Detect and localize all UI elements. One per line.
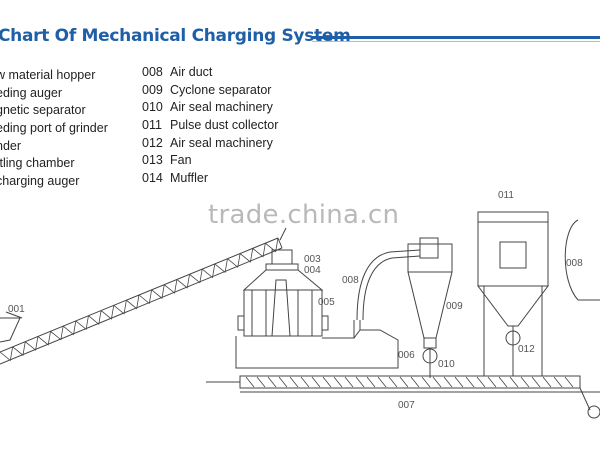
legend-item-010: 010 Air seal machinery — [142, 99, 278, 117]
legend-text: Air duct — [170, 65, 213, 79]
label-012: 012 — [518, 344, 535, 355]
legend-item-003: gnetic separator — [0, 103, 86, 118]
legend-num: 013 — [142, 153, 163, 168]
label-010: 010 — [438, 359, 455, 370]
feeding-auger — [0, 227, 287, 365]
legend-item-012: 012 Air seal machinery — [142, 135, 278, 153]
cyclone-separator — [407, 237, 453, 349]
legend-item-001: w material hopper — [0, 68, 96, 82]
label-001: 001 — [8, 304, 25, 315]
title-rule — [312, 36, 600, 39]
legend-item-011: 011 Pulse dust collector — [142, 117, 278, 135]
label-008b: 008 — [566, 258, 583, 269]
legend-text: Fan — [170, 153, 192, 168]
legend-item-008: 008 Air duct — [142, 64, 278, 82]
legend-text: Air seal machinery — [170, 135, 273, 150]
diagram-title: Chart Of Mechanical Charging System — [0, 26, 351, 46]
air-seal-machinery-010 — [422, 348, 438, 378]
settling-chamber — [235, 320, 399, 369]
pulse-dust-collector — [477, 211, 549, 376]
legend-item-006: ttling chamber — [0, 156, 75, 171]
label-009: 009 — [446, 301, 463, 312]
raw-material-hopper — [0, 311, 23, 343]
legend-text: Air seal machinery — [170, 100, 273, 115]
fan-duct — [564, 219, 600, 301]
legend-item-005: nder — [0, 138, 22, 153]
watermark: trade.china.cn — [208, 200, 400, 230]
legend-num: 011 — [142, 118, 162, 133]
legend-num: 009 — [142, 82, 163, 97]
label-008a: 008 — [342, 275, 359, 286]
title-rule-thin — [312, 41, 600, 42]
discharging-auger — [206, 375, 600, 419]
legend-item-013: 013 Fan — [142, 152, 278, 170]
label-005: 005 — [318, 297, 335, 308]
air-duct — [356, 249, 421, 321]
legend-text: Pulse dust collector — [170, 118, 279, 133]
legend-text: Muffler — [170, 171, 208, 186]
label-003: 003 — [304, 254, 321, 265]
legend-num: 014 — [142, 171, 163, 186]
legend-item-004: eding port of grinder — [0, 121, 108, 136]
label-004: 004 — [304, 265, 321, 276]
grinder — [237, 249, 329, 337]
legend-num: 008 — [142, 65, 163, 79]
legend-item-007: charging auger — [0, 174, 80, 189]
legend-item-009: 009 Cyclone separator — [142, 82, 278, 100]
label-006: 006 — [398, 350, 415, 361]
label-011: 011 — [498, 190, 514, 201]
legend-text: Cyclone separator — [170, 82, 272, 97]
air-seal-machinery-012 — [505, 326, 521, 376]
legend-item-014: 014 Muffler — [142, 170, 278, 188]
legend-left: w material hopper eding auger gnetic sep… — [0, 67, 108, 191]
label-007: 007 — [398, 400, 415, 411]
legend-item-002: eding auger — [0, 85, 63, 100]
legend-num: 010 — [142, 100, 163, 115]
legend-num: 012 — [142, 135, 163, 150]
